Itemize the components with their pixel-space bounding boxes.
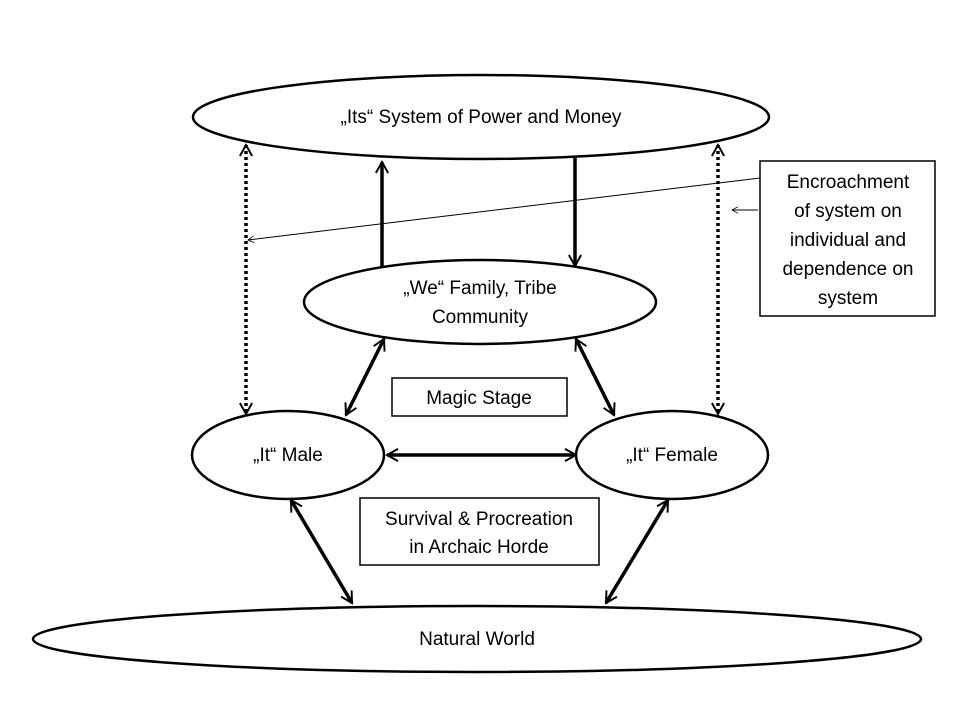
annotation-line-4: dependence on — [782, 259, 913, 280]
survival-box: Survival & Procreation in Archaic Horde — [359, 497, 600, 566]
system-node: „Its“ System of Power and Money — [191, 73, 771, 161]
female-node: „It“ Female — [574, 409, 770, 501]
annotation-line-3: individual and — [790, 230, 906, 251]
female-label: „It“ Female — [626, 445, 718, 466]
magic-stage-box: Magic Stage — [391, 377, 568, 417]
survival-label-line2: in Archaic Horde — [409, 537, 548, 558]
male-node: „It“ Male — [190, 409, 386, 501]
system-label: „Its“ System of Power and Money — [341, 107, 622, 128]
survival-label-line1: Survival & Procreation — [385, 509, 573, 530]
encroachment-annotation: Encroachment of system on individual and… — [759, 160, 936, 317]
natural-world-node: Natural World — [31, 604, 923, 674]
connectors — [239, 142, 761, 605]
magic-stage-label: Magic Stage — [426, 388, 532, 409]
annotation-pointer-line — [247, 177, 761, 243]
we-label-line1: „We“ Family, Tribe — [403, 278, 556, 299]
we-male-arrow — [344, 337, 386, 417]
male-natural-arrow — [289, 498, 354, 605]
we-label-line2: Community — [432, 307, 529, 328]
female-natural-arrow — [604, 498, 670, 605]
annotation-line-2: of system on — [794, 201, 902, 222]
we-node: „We“ Family, Tribe Community — [302, 258, 658, 346]
we-female-arrow — [574, 337, 616, 417]
natural-world-label: Natural World — [419, 629, 535, 650]
male-label: „It“ Male — [253, 445, 323, 466]
annotation-line-1: Encroachment — [787, 172, 910, 193]
annotation-line-5: system — [818, 288, 878, 309]
